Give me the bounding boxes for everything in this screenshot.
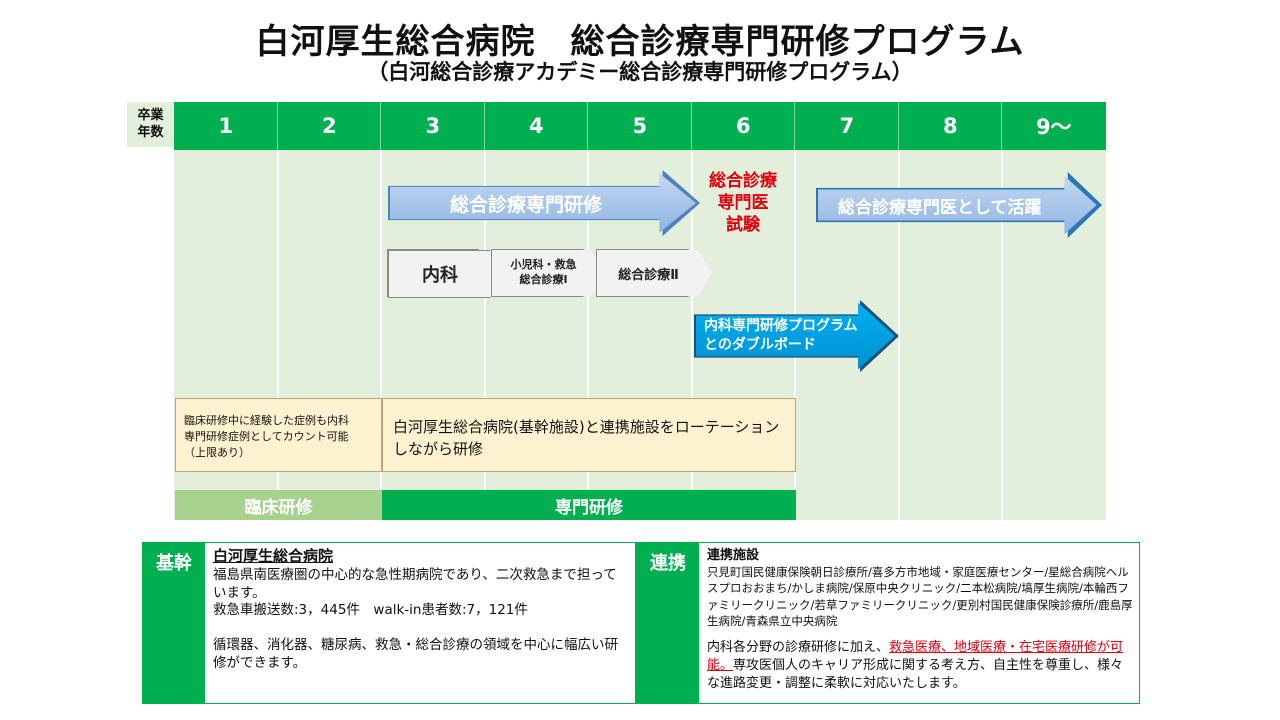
page-subtitle: （白河総合診療アカデミー総合診療専門研修プログラム） [367,60,913,84]
year-cell: 7 [839,114,855,138]
grid-line [277,150,279,520]
partner-facilities-tag: 連携 [637,543,699,703]
grid-line [587,150,589,520]
year-label: 卒業 年数 [127,102,174,147]
phase-clinical-training: 臨床研修 [175,490,382,520]
header-divider [898,102,899,150]
year-cell: 1 [218,114,234,138]
rotation-note: 白河厚生総合病院(基幹施設)と連携施設をローテーションしながら研修 [382,398,796,472]
rotation-pediatrics-emergency: 小児科・救急 総合診療Ⅰ [492,250,605,296]
base-facility-box: 基幹 白河厚生総合病院 福島県南医療圏の中心的な急性期病院であり、二次救急まで担… [142,542,636,704]
base-facility-tag: 基幹 [143,543,205,703]
year-cell: 4 [528,114,544,138]
partner-facilities-description: 内科各分野の診療研修に加え、救急医療、地域医療・在宅医療研修が可能。専攻医個人の… [707,639,1133,692]
phase-specialist-training: 専門研修 [382,490,796,520]
partner-facilities-heading: 連携施設 [707,548,760,563]
year-header: 1 2 3 4 5 6 7 8 9〜 [174,102,1106,150]
exam-label: 総合診療 専門医 試験 [709,171,777,236]
year-cell: 6 [735,114,751,138]
header-divider [277,102,278,150]
header-divider [794,102,795,150]
grid-line [1001,150,1003,520]
partner-facilities-body: 連携施設 只見町国民健康保険朝日診療所/喜多方市地域・家庭医療センター/星総合病… [707,547,1133,692]
header-divider [484,102,485,150]
base-facility-stats: 救急車搬送数:3，445件 walk-in患者数:7，121件 [213,602,528,619]
year-cell: 5 [632,114,648,138]
year-cell: 3 [425,114,441,138]
grid-line [898,150,900,520]
year-cell: 2 [321,114,337,138]
base-facility-areas: 循環器、消化器、糖尿病、救急・総合診療の領域を中心に幅広い研修ができます。 [213,637,618,672]
base-facility-name: 白河厚生総合病院 [213,547,334,565]
year-cell: 9〜 [1035,115,1072,139]
rotation-internal-medicine: 内科 [388,250,504,298]
partner-text-after: 専攻医個人のキャリア形成に関する考え方、自主性を尊重し、様々な進路変更・調整に柔… [707,658,1124,691]
grid-line [691,150,693,520]
header-divider [691,102,692,150]
partner-facilities-list: 只見町国民健康保険朝日診療所/喜多方市地域・家庭医療センター/星総合病院ヘルスプ… [707,565,1133,629]
header-divider [1001,102,1002,150]
base-facility-body: 白河厚生総合病院 福島県南医療圏の中心的な急性期病院であり、二次救急まで担ってい… [213,547,629,673]
partner-text-before: 内科各分野の診療研修に加え、 [707,640,890,656]
year-cell: 8 [942,114,958,138]
base-facility-desc: 福島県南医療圏の中心的な急性期病院であり、二次救急まで担っています。 [213,566,617,601]
grid-line [380,150,382,520]
header-divider [587,102,588,150]
rotation-general-medicine-2: 総合診療Ⅱ [597,250,712,296]
partner-text-highlight: 救急医療、地域医療・在宅医療研修が可能。 [707,640,1124,674]
clinical-cases-note: 臨床研修中に経験した症例も内科 専門研修症例としてカウント可能 （上限あり） [175,398,382,472]
header-divider [380,102,381,150]
grid-line [484,150,486,520]
partner-facilities-box: 連携 連携施設 只見町国民健康保険朝日診療所/喜多方市地域・家庭医療センター/星… [636,542,1140,704]
page-title: 白河厚生総合病院 総合診療専門研修プログラム [255,22,1025,62]
